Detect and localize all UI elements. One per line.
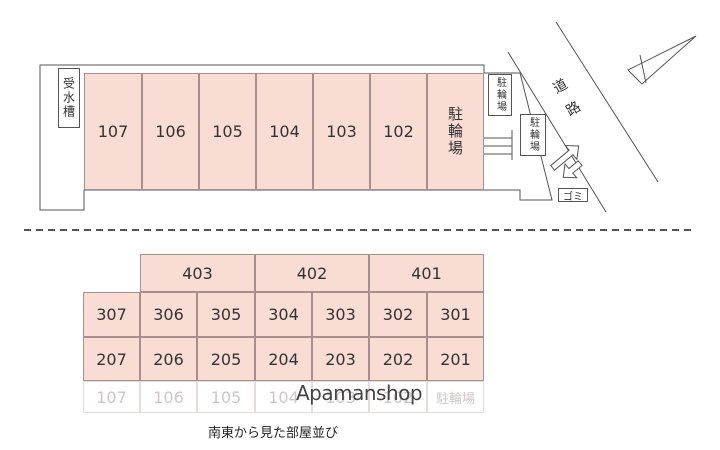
road-edge-left xyxy=(507,51,607,213)
road-edge-right xyxy=(555,21,659,183)
elevation-caption: 南東から見た部屋並び xyxy=(208,426,339,441)
room-103: 103 xyxy=(312,381,369,413)
plan-unit-103: 103 xyxy=(313,73,370,190)
room-306: 306 xyxy=(140,292,197,337)
plan-unit-104: 104 xyxy=(256,73,313,190)
room-303: 303 xyxy=(312,292,369,337)
plan-unit-102: 102 xyxy=(370,73,427,190)
room-107: 107 xyxy=(83,381,140,413)
room-105: 105 xyxy=(197,381,255,413)
plan-unit-107: 107 xyxy=(84,73,142,190)
plan-bicycle-parking: 駐輪場 xyxy=(427,73,484,190)
room-307: 307 xyxy=(83,292,140,337)
room-402: 402 xyxy=(255,254,369,292)
room-301: 301 xyxy=(427,292,484,337)
room-104: 104 xyxy=(255,381,312,413)
room-401: 401 xyxy=(369,254,484,292)
room-203: 203 xyxy=(312,337,369,381)
room-202: 202 xyxy=(369,337,427,381)
room-403: 403 xyxy=(140,254,255,292)
plan-unit-105: 105 xyxy=(199,73,256,190)
room-305: 305 xyxy=(197,292,255,337)
room-207: 207 xyxy=(83,337,140,381)
room-204: 204 xyxy=(255,337,312,381)
room-bicycle-parking: 駐輪場 xyxy=(427,381,484,413)
room-201: 201 xyxy=(427,337,484,381)
small-bicycle-parking-2: 駐輪場 xyxy=(520,114,546,156)
site-boundary xyxy=(39,64,553,211)
watermark: Apamanshop xyxy=(296,381,423,405)
water-tank-label: 受水槽 xyxy=(58,68,80,128)
room-302: 302 xyxy=(369,292,427,337)
small-bicycle-parking-1: 駐輪場 xyxy=(488,74,512,116)
room-205: 205 xyxy=(197,337,255,381)
north-arrow-stem xyxy=(639,54,647,84)
room-304: 304 xyxy=(255,292,312,337)
plan-unit-106: 106 xyxy=(142,73,199,190)
trash-area: ゴミ xyxy=(558,188,588,203)
room-106: 106 xyxy=(140,381,197,413)
entrance-arrow-icon xyxy=(550,144,583,179)
road-label: 道路 xyxy=(550,72,583,172)
room-102: 102 xyxy=(369,381,427,413)
room-206: 206 xyxy=(140,337,197,381)
north-arrow-icon xyxy=(627,35,697,85)
